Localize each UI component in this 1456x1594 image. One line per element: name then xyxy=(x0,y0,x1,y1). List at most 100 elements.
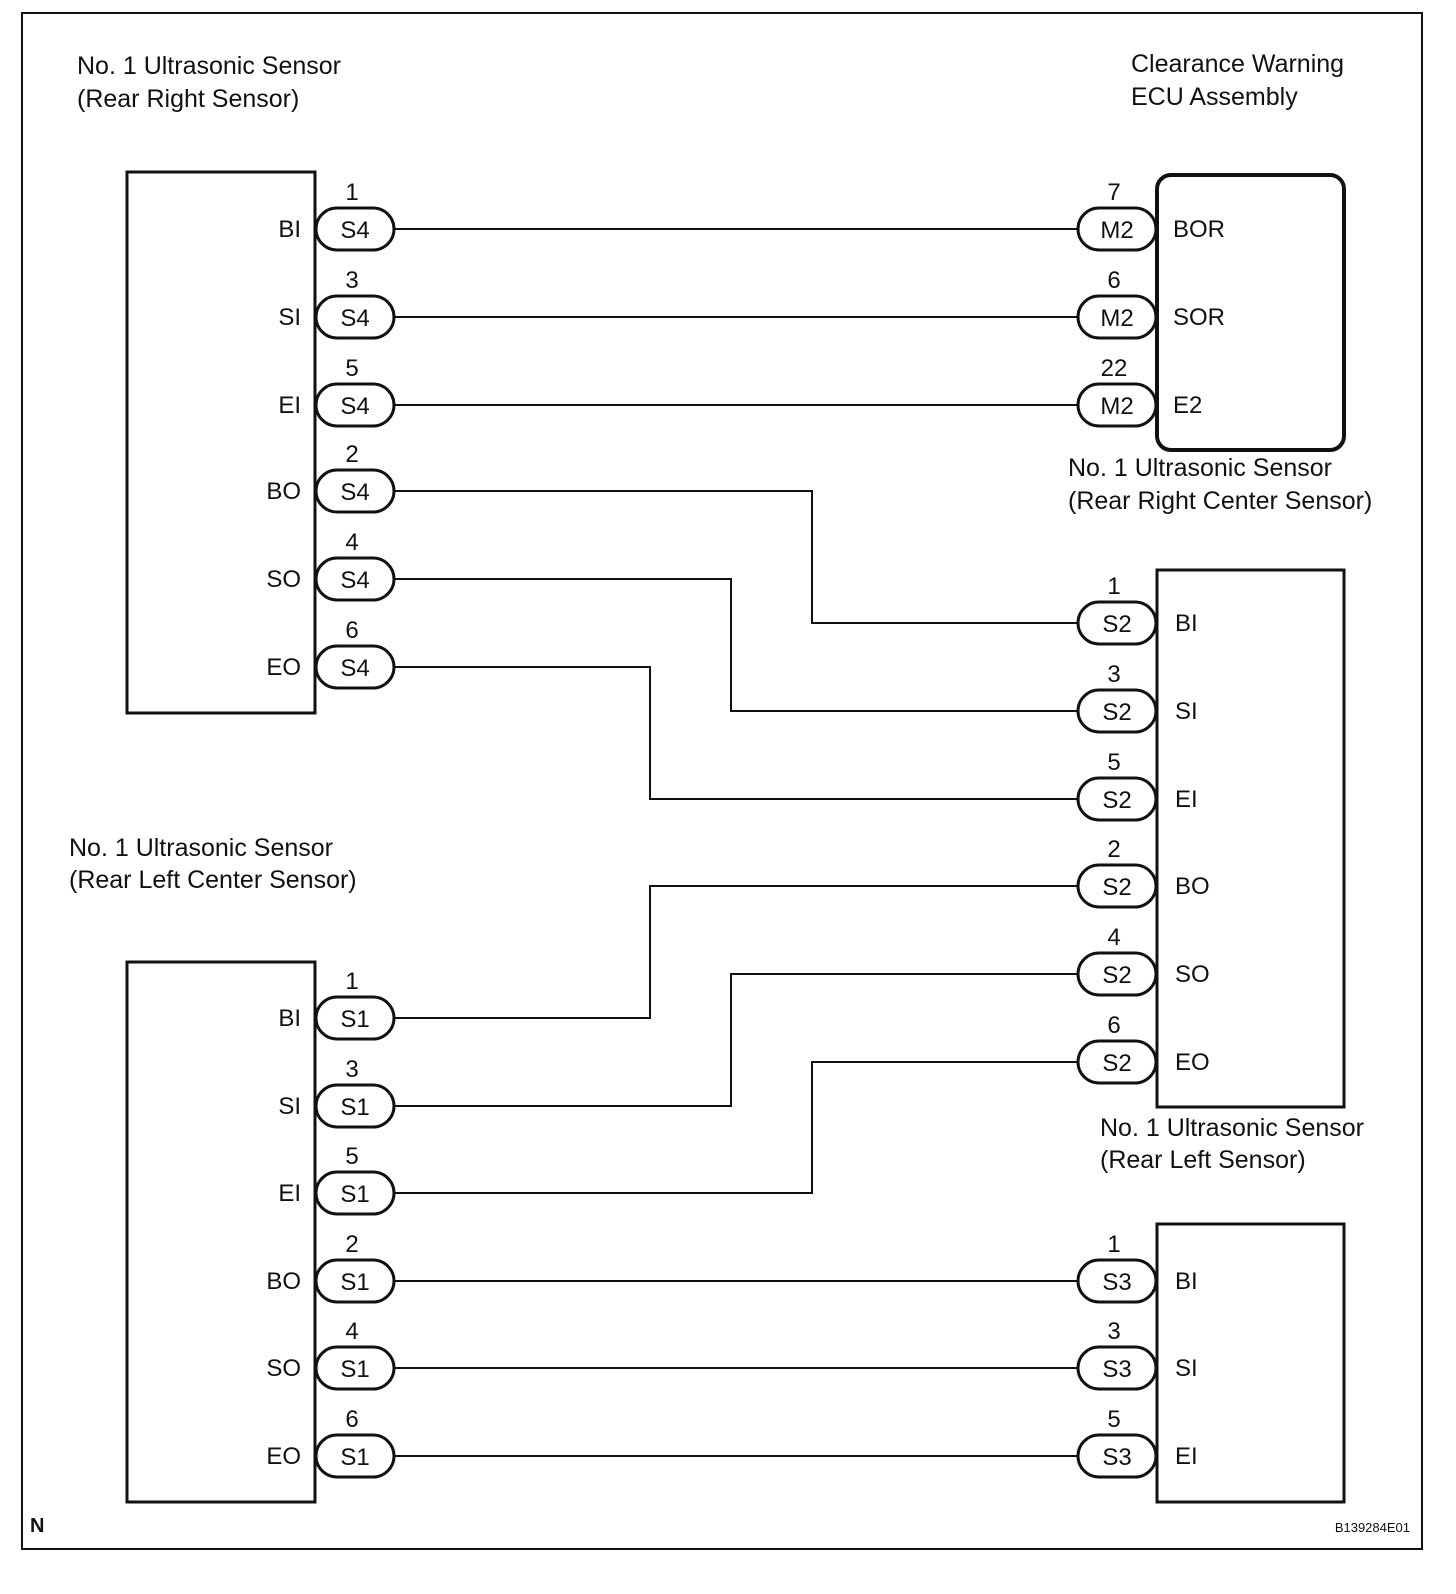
rear-right-center-sensor-box xyxy=(1155,568,1346,1109)
rear-right-center-pin-eo-connector-code: S2 xyxy=(1102,1050,1131,1077)
rear-left-center-pin-bi-label: BI xyxy=(278,1005,301,1032)
rear-left-sensor-box xyxy=(1155,1222,1346,1504)
rear-right-pin-ei-connector xyxy=(314,382,396,428)
rear-right-center-pin-ei-number: 5 xyxy=(1107,749,1120,776)
rear-left-center-pin-si-number: 3 xyxy=(345,1056,358,1083)
rear-left-pin-ei-label: EI xyxy=(1175,1443,1198,1470)
rear-right-pin-si-connector-code: S4 xyxy=(340,305,369,332)
rear-right-sensor-box xyxy=(125,170,317,715)
rear-right-center-pin-si-number: 3 xyxy=(1107,661,1120,688)
rear-left-center-pin-si-label: SI xyxy=(278,1093,301,1120)
rear-right-sensor-subtitle: (Rear Right Sensor) xyxy=(77,85,299,113)
rear-left-center-pin-so-connector-code: S1 xyxy=(340,1356,369,1383)
rear-left-center-pin-bi-connector xyxy=(314,995,396,1041)
figure-code: B139284E01 xyxy=(1335,1520,1410,1535)
ecu-pin-bor-label: BOR xyxy=(1173,216,1225,243)
rear-right-center-pin-ei-connector-code: S2 xyxy=(1102,787,1131,814)
diagram-frame xyxy=(21,12,1423,1550)
rear-right-center-pin-ei-label: EI xyxy=(1175,786,1198,813)
wire-s1-3-to-s2-4 xyxy=(394,973,1077,1107)
rear-left-pin-ei-connector-code: S3 xyxy=(1102,1444,1131,1471)
rear-right-center-pin-so-connector-code: S2 xyxy=(1102,962,1131,989)
rear-left-pin-si-connector-code: S3 xyxy=(1102,1356,1131,1383)
rear-right-center-pin-bi-connector-code: S2 xyxy=(1102,611,1131,638)
rear-left-center-pin-eo-connector xyxy=(314,1433,396,1479)
rear-right-center-pin-bi-number: 1 xyxy=(1107,573,1120,600)
rear-right-pin-so-connector-code: S4 xyxy=(340,567,369,594)
rear-right-pin-so-number: 4 xyxy=(345,529,358,556)
rear-right-pin-ei-label: EI xyxy=(278,392,301,419)
rear-left-center-sensor-box xyxy=(125,960,317,1504)
rear-right-center-pin-bi-label: BI xyxy=(1175,610,1198,637)
rear-right-center-pin-ei-connector xyxy=(1076,776,1158,822)
rear-right-center-pin-bi-connector xyxy=(1076,600,1158,646)
ecu-pin-sor-connector-code: M2 xyxy=(1100,305,1133,332)
rear-left-center-pin-bo-label: BO xyxy=(266,1268,301,1295)
rear-left-center-pin-bo-number: 2 xyxy=(345,1231,358,1258)
rear-left-center-pin-bi-number: 1 xyxy=(345,968,358,995)
ecu-pin-bor-connector xyxy=(1076,206,1158,252)
rear-right-pin-ei-connector-code: S4 xyxy=(340,393,369,420)
rear-left-center-pin-si-connector xyxy=(314,1083,396,1129)
rear-left-center-sensor-subtitle: (Rear Left Center Sensor) xyxy=(69,866,357,894)
rear-right-pin-bo-connector-code: S4 xyxy=(340,479,369,506)
rear-right-center-sensor-subtitle: (Rear Right Center Sensor) xyxy=(1068,487,1372,515)
rear-left-center-pin-bo-connector xyxy=(314,1258,396,1304)
rear-right-pin-so: S4 4SO xyxy=(266,529,396,602)
rear-left-center-pin-bo: S1 2BO xyxy=(266,1231,396,1304)
rear-left-center-pin-so-connector xyxy=(314,1345,396,1391)
ecu-pin-sor-connector xyxy=(1076,294,1158,340)
ecu-pin-e2-label: E2 xyxy=(1173,392,1202,419)
rear-right-pin-bi-label: BI xyxy=(278,216,301,243)
rear-left-center-pin-so-label: SO xyxy=(266,1355,301,1382)
rear-left-center-pin-ei-connector-code: S1 xyxy=(340,1181,369,1208)
wire-s4-6-to-s2-5 xyxy=(394,666,1077,800)
rear-right-pin-si-number: 3 xyxy=(345,267,358,294)
rear-left-pin-bi-number: 1 xyxy=(1107,1231,1120,1258)
rear-right-pin-bo-connector xyxy=(314,468,396,514)
rear-right-center-pin-bo-number: 2 xyxy=(1107,836,1120,863)
rear-right-pin-ei: S4 5EI xyxy=(278,355,396,428)
rear-right-pin-eo-label: EO xyxy=(266,654,301,681)
rear-left-center-pin-bo-connector-code: S1 xyxy=(340,1269,369,1296)
rear-left-center-sensor-title: No. 1 Ultrasonic Sensor xyxy=(69,834,333,862)
connector-terminals: S41BIS43SIS45EIS42BOS44SOS46EOM27BORM26S… xyxy=(266,179,1225,1479)
rear-left-pin-bi-label: BI xyxy=(1175,1268,1198,1295)
rear-right-center-pin-so-connector xyxy=(1076,951,1158,997)
ecu-pin-sor-label: SOR xyxy=(1173,304,1225,331)
rear-left-center-pin-eo-connector-code: S1 xyxy=(340,1444,369,1471)
rear-right-sensor-title: No. 1 Ultrasonic Sensor xyxy=(77,52,341,80)
rear-right-pin-eo-number: 6 xyxy=(345,617,358,644)
rear-left-pin-bi-connector xyxy=(1076,1258,1158,1304)
rear-left-sensor-subtitle: (Rear Left Sensor) xyxy=(1100,1146,1306,1174)
rear-right-pin-ei-number: 5 xyxy=(345,355,358,382)
rear-left-pin-ei-number: 5 xyxy=(1107,1406,1120,1433)
ecu-pin-e2-connector xyxy=(1076,382,1158,428)
ecu-title: Clearance Warning xyxy=(1131,50,1344,78)
rear-right-center-pin-so-label: SO xyxy=(1175,961,1210,988)
wire-s4-2-to-s2-1 xyxy=(394,490,1077,624)
rear-right-pin-so-label: SO xyxy=(266,566,301,593)
ecu-pin-sor-number: 6 xyxy=(1107,267,1120,294)
rear-right-pin-si-connector xyxy=(314,294,396,340)
rear-left-sensor-title: No. 1 Ultrasonic Sensor xyxy=(1100,1114,1364,1142)
rear-left-pin-si-label: SI xyxy=(1175,1355,1198,1382)
wires xyxy=(394,228,1077,1457)
rear-right-center-pin-eo-connector xyxy=(1076,1039,1158,1085)
